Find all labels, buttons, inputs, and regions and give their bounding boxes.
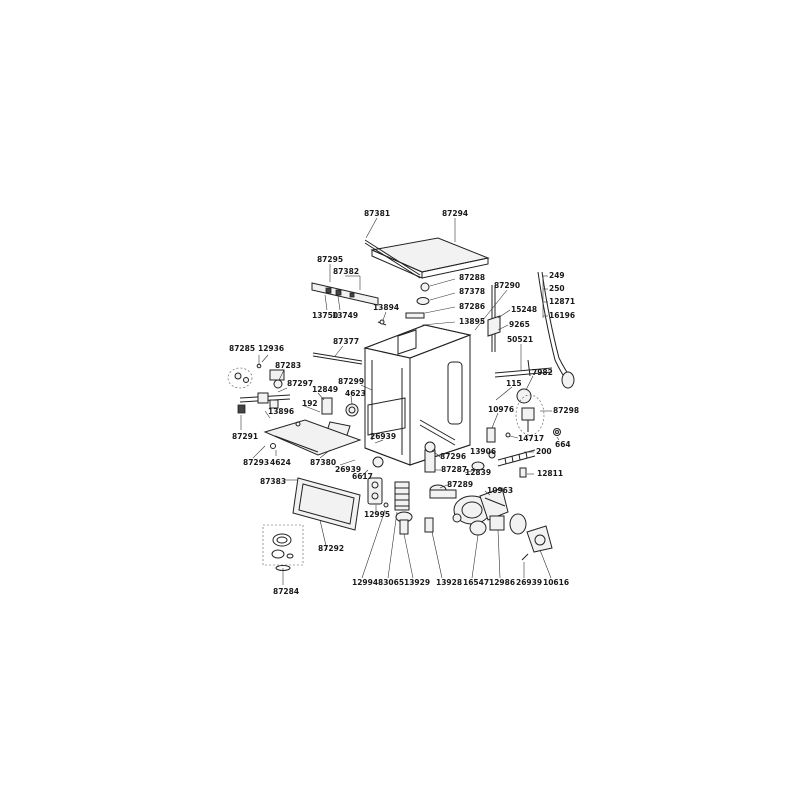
base-tray — [263, 419, 362, 456]
center-pipe-assembly — [424, 441, 485, 499]
part-label: 250 — [549, 284, 565, 293]
leader-lines — [240, 217, 560, 585]
part-label: 13895 — [459, 317, 485, 326]
control-panel-bar — [311, 282, 379, 306]
part-label: 12871 — [549, 297, 575, 306]
part-label: 87293 — [243, 458, 269, 467]
part-label: 12839 — [465, 468, 491, 477]
part-label: 13906 — [470, 447, 496, 456]
part-label: 16547 — [463, 578, 489, 587]
part-label: 14717 — [518, 434, 544, 443]
pump-motor-group — [515, 388, 545, 436]
part-label: 9265 — [509, 320, 530, 329]
part-label: 13750 — [312, 311, 338, 320]
bellows-hose — [394, 481, 413, 535]
part-label: 87381 — [364, 209, 390, 218]
part-label: 87294 — [442, 209, 468, 218]
lower-pumps-right — [424, 513, 527, 536]
top-center-small-parts — [377, 282, 430, 326]
part-label: 50521 — [507, 335, 533, 344]
corrugated-hose — [497, 449, 536, 467]
small-fittings — [486, 427, 561, 459]
part-label: 87380 — [310, 458, 336, 467]
top-lid-panel — [370, 237, 490, 279]
level-sensor — [367, 456, 389, 508]
part-label: 87297 — [287, 379, 313, 388]
dashed-valve-group — [227, 355, 262, 389]
part-label: 87286 — [459, 302, 485, 311]
part-label: 87289 — [447, 480, 473, 489]
part-label: 115 — [506, 379, 522, 388]
part-label: 87292 — [318, 544, 344, 553]
part-label: 12994 — [352, 578, 378, 587]
part-label: 87288 — [459, 273, 485, 282]
drain-valve-10616 — [521, 525, 553, 561]
part-label: 13928 — [436, 578, 462, 587]
part-label: 87291 — [232, 432, 258, 441]
part-label: 13929 — [404, 578, 430, 587]
part-label: 87290 — [494, 281, 520, 290]
part-label: 87377 — [333, 337, 359, 346]
part-label: 13896 — [268, 407, 294, 416]
part-label: 192 — [302, 399, 318, 408]
solenoid-valve-assembly — [237, 369, 291, 414]
part-label: 87382 — [333, 267, 359, 276]
part-label: 87296 — [440, 452, 466, 461]
front-door-panel — [292, 477, 361, 531]
part-label: 10616 — [543, 578, 569, 587]
wash-pump — [452, 487, 509, 525]
part-label: 16196 — [549, 311, 575, 320]
part-label: 26939 — [335, 465, 361, 474]
part-label: 87383 — [260, 477, 286, 486]
part-label: 200 — [536, 447, 552, 456]
part-label: 87287 — [441, 465, 467, 474]
part-label: 26939 — [370, 432, 396, 441]
part-label: 12849 — [312, 385, 338, 394]
drain-bar — [494, 359, 553, 378]
part-labels: 87381 87294 87295 87382 87288 87378 8728… — [229, 209, 579, 596]
part-label: 15248 — [511, 305, 537, 314]
part-label: 10976 — [488, 405, 514, 414]
part-label: 4623 — [345, 389, 366, 398]
part-label: 12811 — [537, 469, 563, 478]
part-label: 87378 — [459, 287, 485, 296]
horizontal-rod — [312, 352, 363, 365]
cabinet-body — [363, 324, 472, 466]
seal-kit-87284 — [262, 524, 304, 571]
part-label: 13894 — [373, 303, 399, 312]
part-label: 249 — [549, 271, 565, 280]
lid-rail — [364, 239, 421, 279]
part-label: 10963 — [487, 486, 513, 495]
part-label: 26939 — [516, 578, 542, 587]
part-label: 4624 — [270, 458, 291, 467]
fitting-12811 — [519, 467, 527, 478]
right-rods — [487, 285, 501, 352]
part-label: 87298 — [553, 406, 579, 415]
part-label: 12995 — [364, 510, 390, 519]
part-label: 12986 — [489, 578, 515, 587]
part-label: 87284 — [273, 587, 299, 596]
part-label: 87299 — [338, 377, 364, 386]
part-label: 87295 — [317, 255, 343, 264]
part-label: 12936 — [258, 344, 284, 353]
part-label: 7982 — [532, 368, 553, 377]
part-label: 87285 — [229, 344, 255, 353]
part-label: 87283 — [275, 361, 301, 370]
curved-hose-249 — [537, 271, 575, 389]
part-label: 83065 — [378, 578, 404, 587]
part-label: 13749 — [332, 311, 358, 320]
part-label: 6617 — [352, 472, 373, 481]
part-label: 664 — [555, 440, 571, 449]
